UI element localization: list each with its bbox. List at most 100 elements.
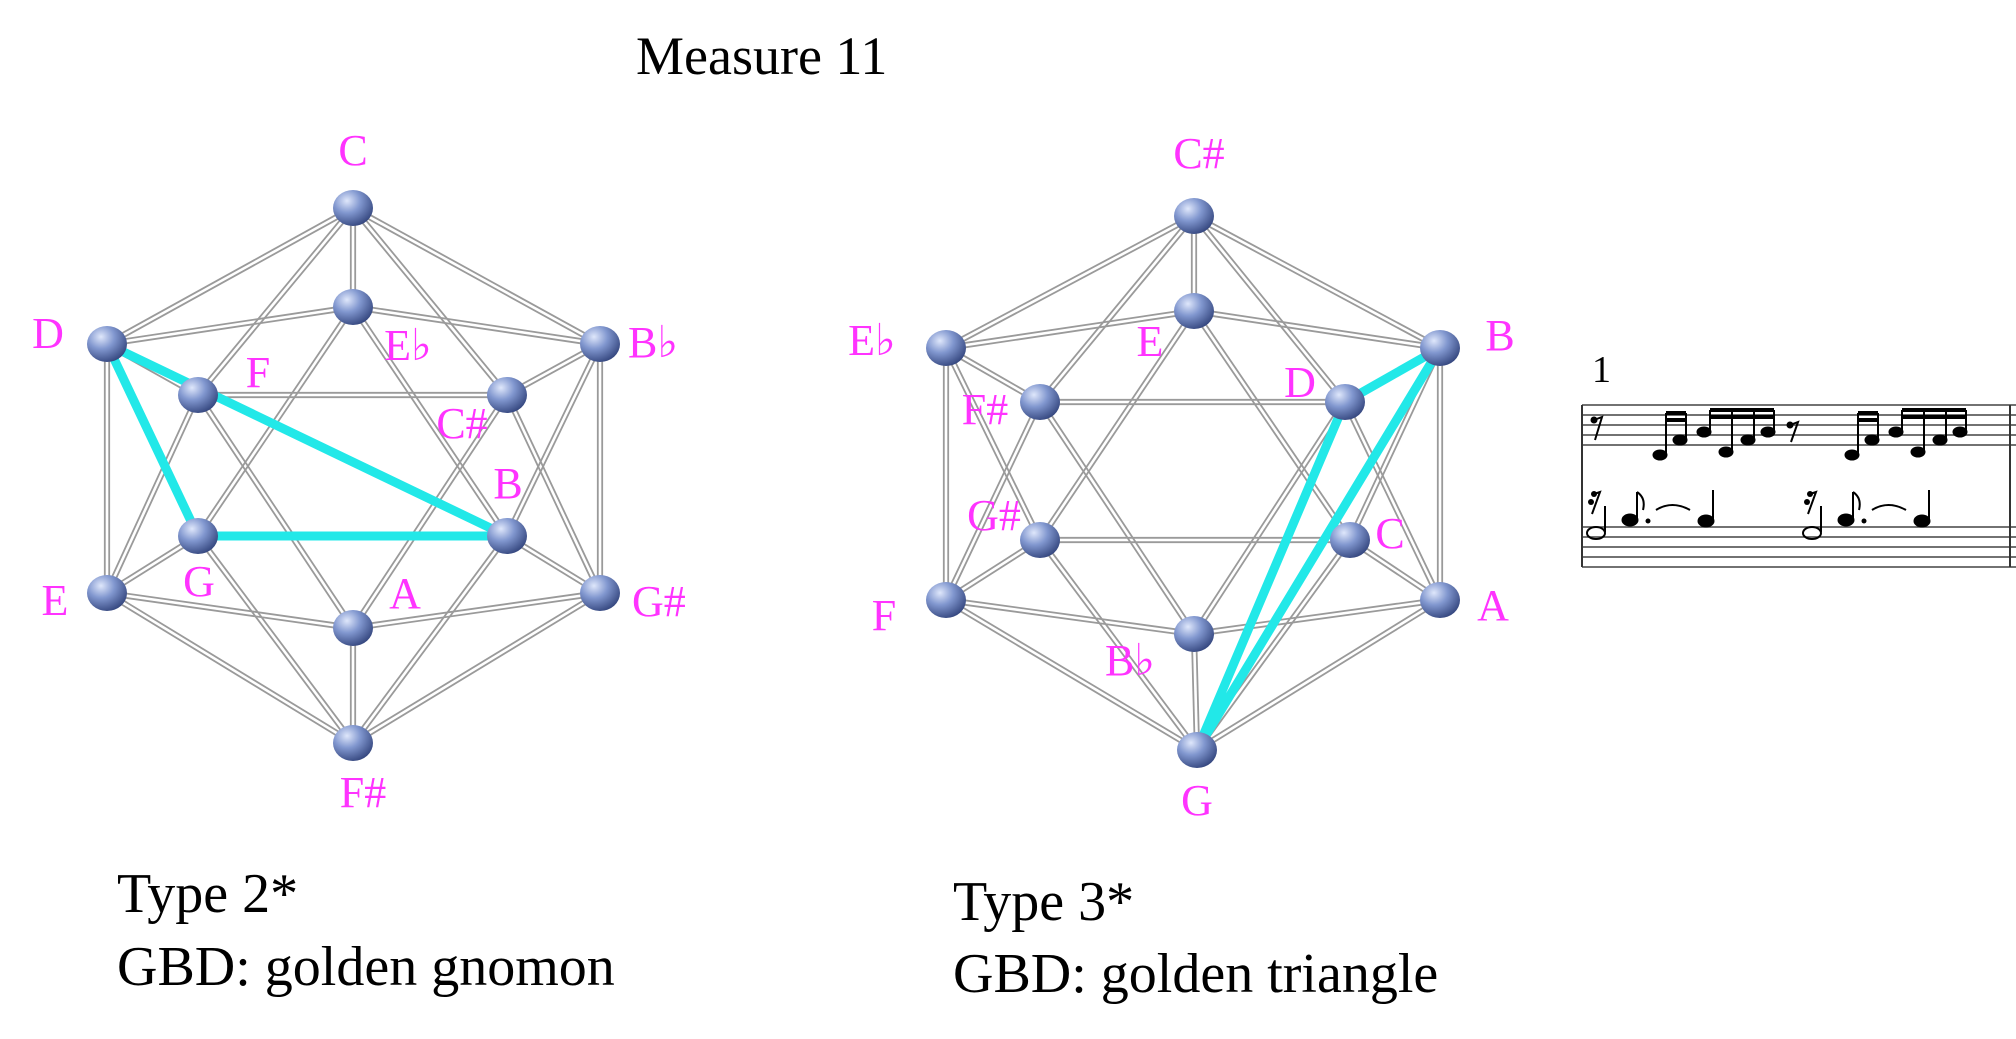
edge bbox=[942, 348, 950, 600]
vertex-node bbox=[1420, 582, 1460, 618]
edge bbox=[350, 534, 510, 745]
edge bbox=[351, 590, 602, 746]
edge bbox=[195, 393, 356, 630]
edge bbox=[349, 628, 357, 743]
vertex-label: A bbox=[1477, 581, 1509, 630]
vertex-node bbox=[1020, 384, 1060, 420]
vertex-node bbox=[333, 610, 373, 646]
vertex-node bbox=[1420, 330, 1460, 366]
edge bbox=[352, 589, 601, 632]
vertex-label: F bbox=[872, 591, 896, 640]
edge bbox=[195, 534, 356, 745]
bass-staff bbox=[1582, 526, 2016, 568]
edge bbox=[1192, 213, 1442, 351]
vertex-node bbox=[178, 518, 218, 554]
left-caption-type: Type 2* bbox=[117, 863, 298, 925]
highlight-triangle bbox=[102, 339, 512, 541]
vertex-label: B♭ bbox=[628, 318, 678, 367]
edge bbox=[944, 213, 1196, 351]
edge bbox=[945, 307, 1195, 352]
edge bbox=[103, 344, 111, 593]
vertex-node bbox=[333, 725, 373, 761]
quarter-note-icon bbox=[1913, 490, 1931, 528]
edge bbox=[1193, 307, 1441, 352]
vertex-node bbox=[1020, 522, 1060, 558]
edge bbox=[352, 303, 601, 348]
vertex-label: C bbox=[1375, 509, 1404, 558]
vertex-node bbox=[178, 377, 218, 413]
vertex-label: A bbox=[389, 569, 421, 618]
vertex-label: E bbox=[1137, 317, 1164, 366]
edge bbox=[1191, 214, 1348, 404]
edge bbox=[596, 344, 604, 593]
edge bbox=[1191, 309, 1353, 542]
edge bbox=[945, 596, 1195, 638]
edge bbox=[350, 393, 510, 630]
edge bbox=[943, 346, 1043, 542]
vertex-node bbox=[926, 582, 966, 618]
edge bbox=[350, 305, 510, 538]
vertex-node bbox=[87, 326, 127, 362]
edge bbox=[1037, 214, 1197, 404]
vertex-node bbox=[87, 575, 127, 611]
edge bbox=[943, 400, 1043, 602]
edge bbox=[504, 342, 603, 538]
vertex-node bbox=[926, 330, 966, 366]
edge bbox=[1190, 633, 1201, 751]
edge bbox=[195, 206, 356, 397]
vertex-node bbox=[487, 377, 527, 413]
vertex-node bbox=[1174, 293, 1214, 329]
half-note-icon bbox=[1586, 506, 1606, 540]
edge bbox=[1436, 348, 1444, 600]
vertex-label: D bbox=[1284, 358, 1316, 407]
edge bbox=[504, 393, 603, 595]
vertex-node bbox=[333, 289, 373, 325]
vertex-label: C bbox=[338, 126, 367, 175]
vertex-node bbox=[580, 575, 620, 611]
vertex-label: C# bbox=[1173, 129, 1224, 178]
edge bbox=[104, 393, 201, 595]
edge bbox=[1037, 538, 1200, 752]
vertex-node bbox=[1174, 616, 1214, 652]
page-title: Measure 11 bbox=[636, 26, 887, 86]
vertex-label: B bbox=[1485, 311, 1514, 360]
edges bbox=[103, 205, 604, 746]
edge bbox=[106, 303, 354, 348]
measure-number: 1 bbox=[1592, 349, 1611, 391]
vertex-node bbox=[1177, 732, 1217, 768]
vertex-label: B bbox=[493, 459, 522, 508]
treble-staff bbox=[1582, 404, 2016, 446]
edge bbox=[198, 391, 507, 399]
vertex-label: D bbox=[32, 309, 64, 358]
sixteenth-note-icon bbox=[1844, 411, 1880, 461]
edge bbox=[1037, 400, 1197, 636]
vertex-label: F# bbox=[340, 768, 386, 817]
edge bbox=[1195, 597, 1442, 753]
vertex-label: G# bbox=[632, 577, 686, 626]
score-excerpt: 1 bbox=[1581, 349, 2016, 568]
sixteenth-note-icon bbox=[1888, 408, 1968, 458]
edge bbox=[1191, 400, 1348, 636]
right-caption-type: Type 3* bbox=[953, 871, 1134, 933]
vertex-label: C# bbox=[436, 399, 487, 448]
vertex-node bbox=[487, 518, 527, 554]
sixteenth-rest-icon bbox=[1588, 490, 1602, 515]
edge bbox=[1037, 309, 1197, 542]
vertex-label: F bbox=[246, 348, 270, 397]
vertex-node bbox=[1330, 522, 1370, 558]
vertex-label: E bbox=[42, 576, 69, 625]
edge bbox=[1040, 398, 1345, 406]
tie-icon bbox=[1871, 504, 1907, 511]
eighth-rest-icon bbox=[1590, 415, 1604, 441]
vertex-label: E♭ bbox=[848, 316, 896, 365]
edge bbox=[350, 206, 510, 397]
edge bbox=[106, 589, 354, 632]
eighth-rest-icon bbox=[1786, 420, 1800, 443]
vertex-node bbox=[1325, 384, 1365, 420]
edge bbox=[105, 205, 355, 347]
quarter-note-icon bbox=[1697, 490, 1715, 528]
vertex-label: G# bbox=[967, 491, 1021, 540]
edge bbox=[1342, 400, 1443, 602]
edge bbox=[105, 590, 355, 746]
